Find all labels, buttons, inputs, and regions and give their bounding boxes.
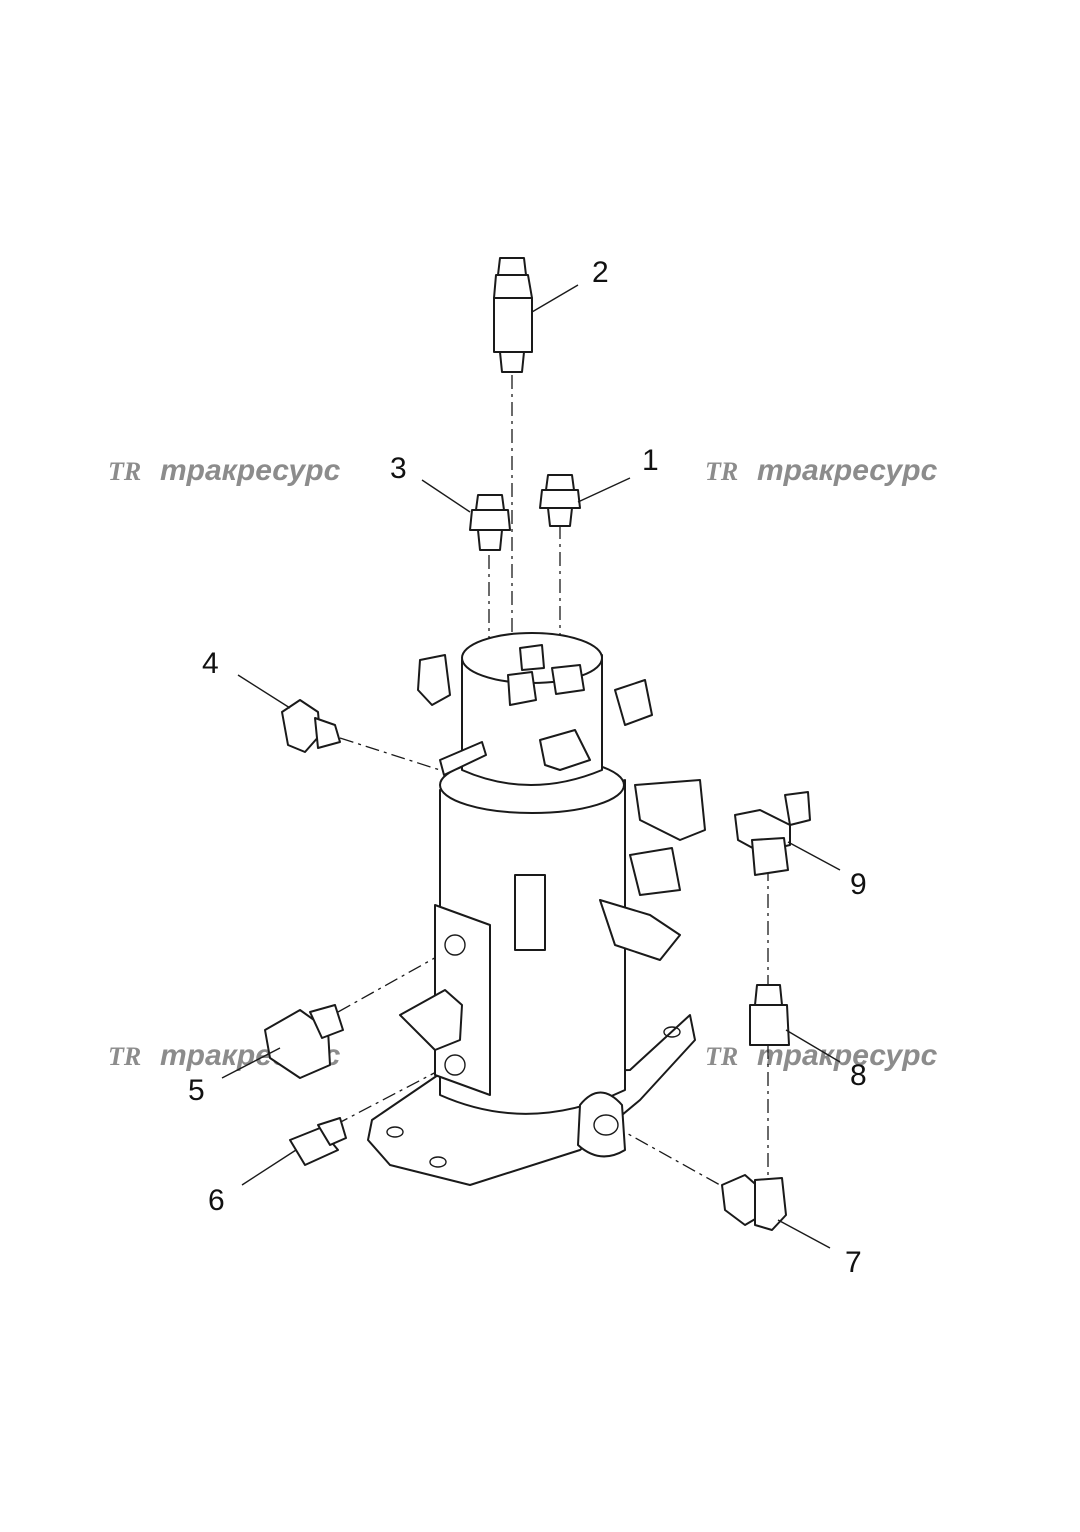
callout-2: 2 bbox=[592, 256, 609, 289]
elbow-body bbox=[281, 699, 321, 753]
tee-nut bbox=[751, 837, 789, 876]
callout-4: 4 bbox=[202, 647, 219, 680]
part-1-adapter bbox=[539, 474, 581, 527]
rotor-fitting bbox=[507, 671, 537, 706]
side-port bbox=[444, 1054, 466, 1076]
front-port-tube bbox=[514, 874, 546, 951]
part-8-adapter bbox=[749, 984, 790, 1046]
rotor-fitting bbox=[519, 644, 545, 671]
watermark-top-left: TR тракресурс bbox=[108, 454, 341, 487]
flange-bolt-hole bbox=[429, 1156, 447, 1168]
leader-part-5 bbox=[221, 1047, 281, 1079]
callout-6: 6 bbox=[208, 1184, 225, 1217]
adapter-hex bbox=[749, 1004, 790, 1046]
leader-part-9 bbox=[787, 841, 841, 871]
flange-bolt-hole bbox=[663, 1026, 681, 1038]
callout-7: 7 bbox=[845, 1246, 862, 1279]
callout-3: 3 bbox=[390, 452, 407, 485]
watermark-logo: TR bbox=[705, 1042, 738, 1071]
adapter-thread bbox=[475, 494, 505, 511]
watermark-top-right: TR тракресурс bbox=[705, 454, 938, 487]
callout-labels: 1 2 3 4 5 6 7 8 9 bbox=[188, 256, 867, 1279]
part-2-check-valve bbox=[493, 257, 533, 373]
part-3-adapter bbox=[469, 494, 511, 551]
assembly-line-part-6 bbox=[334, 1069, 441, 1126]
adapter-thread bbox=[317, 1117, 347, 1146]
side-plate-elbow bbox=[399, 989, 463, 1051]
callout-8: 8 bbox=[850, 1059, 867, 1092]
side-port bbox=[444, 934, 466, 956]
part-9-tee bbox=[734, 791, 811, 876]
adapter-thread bbox=[545, 474, 575, 491]
valve-body bbox=[493, 297, 533, 353]
part-7-elbow bbox=[721, 1174, 787, 1231]
watermark-logo: TR bbox=[705, 457, 738, 486]
housing-elbow-upper bbox=[634, 779, 706, 841]
elbow-body bbox=[264, 1009, 331, 1079]
adapter-hex bbox=[469, 509, 511, 531]
callout-5: 5 bbox=[188, 1074, 205, 1107]
valve-thread-bottom bbox=[499, 351, 525, 373]
adapter-thread bbox=[547, 507, 573, 527]
leader-part-1 bbox=[577, 477, 631, 503]
leader-part-6 bbox=[241, 1149, 297, 1186]
part-6-adapter bbox=[289, 1117, 347, 1166]
watermark-logo: TR bbox=[108, 457, 141, 486]
assembly-line-part-5 bbox=[337, 954, 441, 1013]
leader-part-7 bbox=[777, 1219, 831, 1249]
adapter-thread bbox=[477, 529, 503, 551]
adapter-thread bbox=[754, 984, 783, 1006]
leader-part-8 bbox=[785, 1029, 841, 1063]
callout-9: 9 bbox=[850, 868, 867, 901]
leader-lines bbox=[221, 284, 841, 1249]
tee-branch bbox=[784, 791, 811, 826]
leader-part-4 bbox=[237, 674, 291, 709]
rotor-fitting bbox=[551, 664, 585, 695]
adapter-hex bbox=[539, 489, 581, 509]
rotor-elbow-front bbox=[539, 729, 591, 771]
assembly-line-part-7 bbox=[611, 1124, 721, 1186]
part-5-elbow bbox=[264, 1004, 344, 1079]
watermark-brand: тракресурс bbox=[757, 454, 938, 487]
valve-hex bbox=[493, 274, 533, 299]
assembly-line-part-4 bbox=[339, 737, 441, 771]
elbow-nut bbox=[314, 717, 341, 749]
part-4-elbow bbox=[281, 699, 341, 753]
rotor-elbow-right bbox=[614, 679, 653, 726]
housing-elbow-mid bbox=[629, 847, 681, 896]
callout-1: 1 bbox=[642, 444, 659, 477]
watermark-bottom-right: TR тракресурс bbox=[705, 1039, 938, 1072]
drain-port bbox=[593, 1114, 619, 1136]
leader-part-3 bbox=[421, 479, 471, 513]
flange-bolt-hole bbox=[386, 1126, 404, 1138]
swivel-joint-body bbox=[367, 632, 706, 1186]
watermark-brand: тракресурс bbox=[160, 454, 341, 487]
rotor-elbow-left bbox=[417, 654, 451, 706]
valve-thread-top bbox=[497, 257, 527, 276]
drain-boss bbox=[577, 1091, 626, 1158]
elbow-body bbox=[754, 1177, 787, 1231]
housing-elbow-lower bbox=[599, 899, 681, 961]
watermark-logo: TR bbox=[108, 1042, 141, 1071]
locating-pin bbox=[439, 741, 487, 776]
leader-part-2 bbox=[531, 284, 579, 313]
elbow-nut bbox=[309, 1004, 344, 1039]
